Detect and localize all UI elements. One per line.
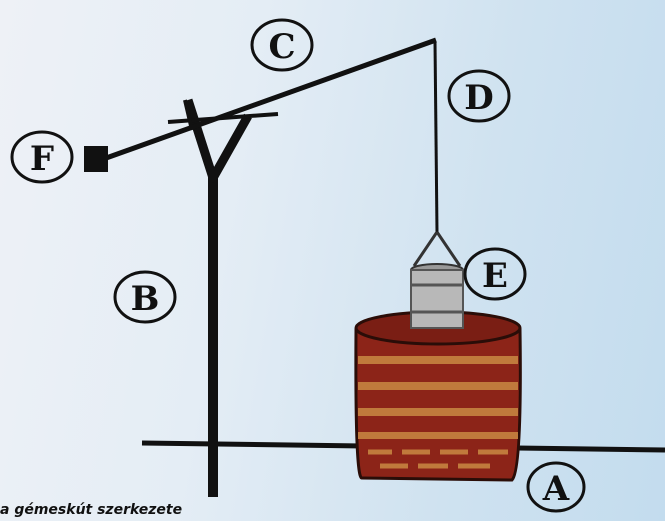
label-d: D bbox=[447, 69, 511, 123]
counterweight bbox=[84, 146, 108, 172]
label-c-text: C bbox=[268, 27, 295, 67]
well-wall bbox=[354, 310, 522, 482]
label-a: A bbox=[526, 461, 586, 513]
label-e: E bbox=[463, 247, 527, 301]
label-a-text: A bbox=[542, 469, 570, 509]
label-f: F bbox=[10, 130, 74, 184]
label-d-text: D bbox=[464, 78, 493, 118]
label-f-text: F bbox=[30, 139, 54, 179]
label-c: C bbox=[250, 18, 314, 72]
label-b-text: B bbox=[131, 279, 160, 319]
label-e-text: E bbox=[482, 256, 508, 296]
sweep-beam bbox=[94, 37, 437, 165]
well-pole bbox=[433, 41, 439, 233]
post bbox=[167, 98, 279, 497]
figure-caption: a gémeskút szerkezete bbox=[0, 502, 183, 518]
label-b: B bbox=[113, 270, 177, 324]
bucket bbox=[410, 231, 464, 329]
